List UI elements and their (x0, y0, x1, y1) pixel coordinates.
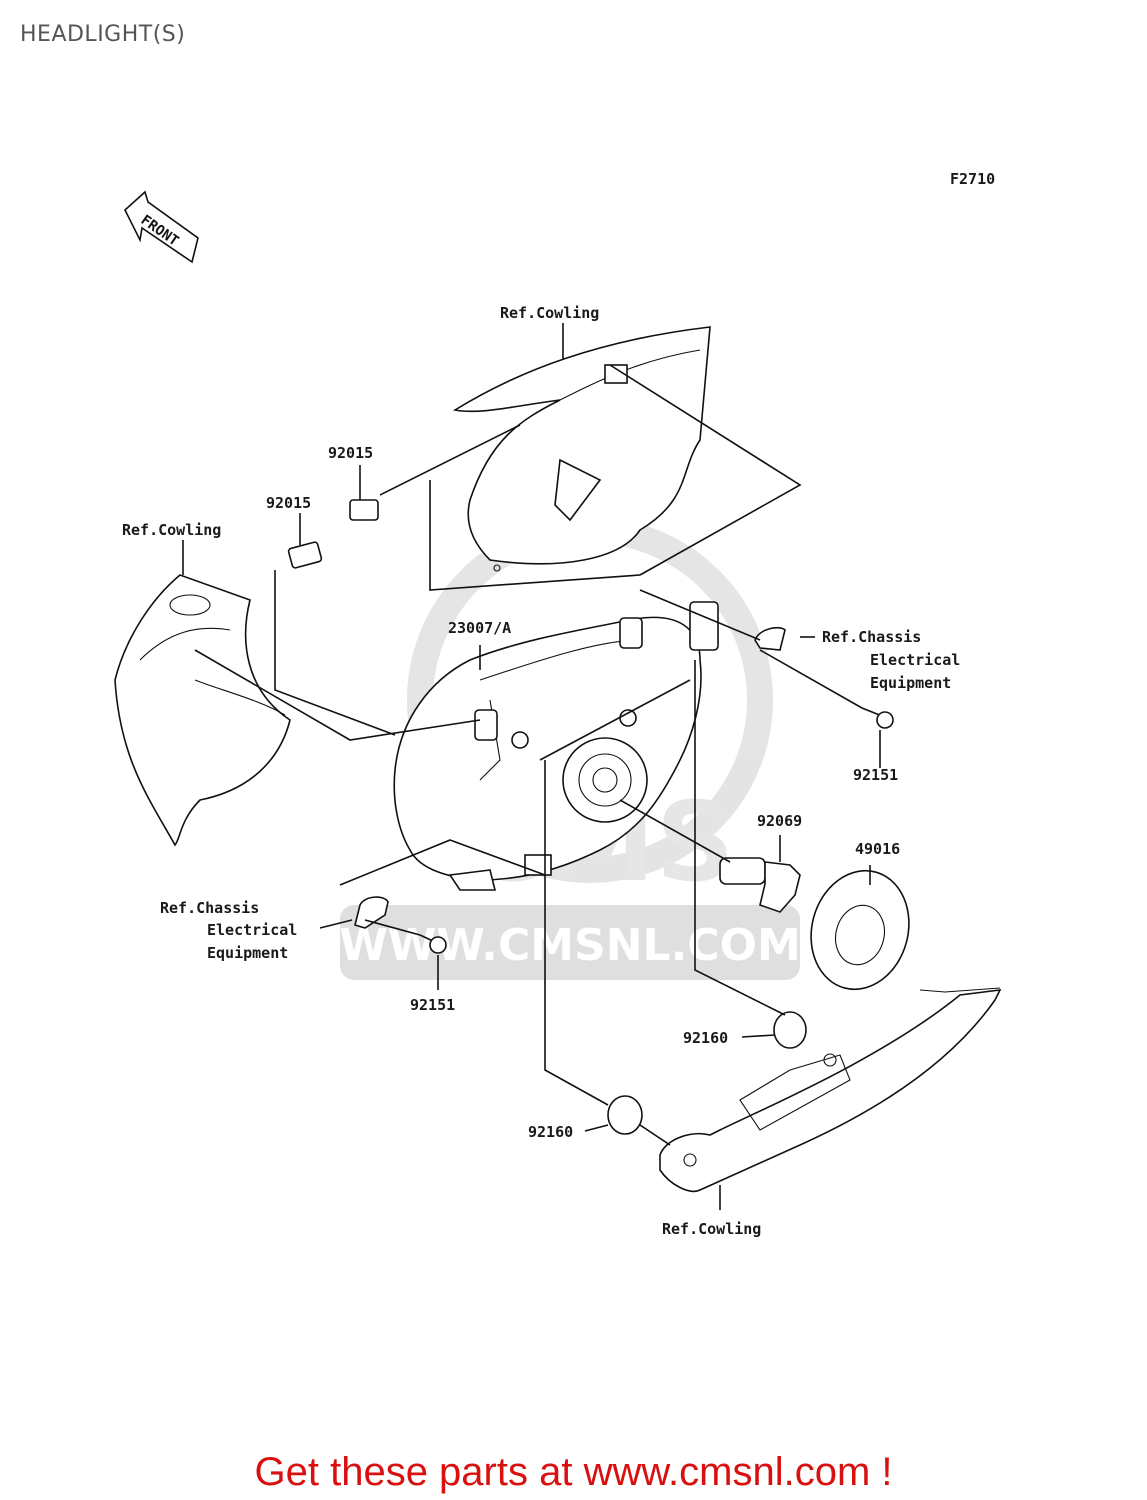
dust-cover-part (810, 869, 910, 991)
lower-bracket-part (659, 987, 1002, 1192)
clip-92015-b-part (287, 541, 323, 569)
label-49016: 49016 (855, 840, 900, 858)
label-ref-chassis-left-2: Electrical (207, 921, 297, 939)
label-92160-left: 92160 (528, 1123, 573, 1141)
leader-lines (182, 323, 881, 1210)
label-92069: 92069 (757, 812, 802, 830)
promo-banner[interactable]: Get these parts at www.cmsnl.com ! (0, 1450, 1147, 1495)
label-92015-b: 92015 (266, 494, 311, 512)
label-92151-right: 92151 (853, 766, 898, 784)
clip-92015-a-part (349, 499, 379, 521)
clamp-left-part (354, 896, 389, 929)
upper-cowling-part (452, 326, 711, 572)
page-title: HEADLIGHT(S) (20, 22, 186, 47)
promo-link[interactable]: Get these parts at www.cmsnl.com ! (254, 1450, 893, 1494)
label-ref-cowling-top: Ref.Cowling (500, 304, 599, 322)
screw-left-part (419, 934, 447, 954)
headlight-housing-part (393, 601, 719, 891)
label-23007: 23007/A (448, 619, 511, 637)
clamp-right-part (754, 626, 786, 651)
label-ref-chassis-right-1: Ref.Chassis (822, 628, 921, 646)
figure-code: F2710 (950, 170, 995, 188)
label-92160-right: 92160 (683, 1029, 728, 1047)
label-ref-chassis-left-1: Ref.Chassis (160, 899, 259, 917)
front-arrow-icon: FRONT (124, 190, 199, 264)
parts-diagram: WWW.CMSNL.COM CMS F2710 FRONT (114, 170, 1002, 1238)
label-92151-left: 92151 (410, 996, 455, 1014)
grommet-left-part (607, 1095, 643, 1135)
label-ref-chassis-left-3: Equipment (207, 944, 288, 962)
watermark-text: WWW.CMSNL.COM (339, 920, 801, 971)
label-92015-a: 92015 (328, 444, 373, 462)
label-ref-chassis-right-2: Electrical (870, 651, 960, 669)
label-ref-cowling-bottom: Ref.Cowling (662, 1220, 761, 1238)
grommet-right-part (773, 1011, 807, 1049)
label-ref-chassis-right-3: Equipment (870, 674, 951, 692)
label-ref-cowling-left: Ref.Cowling (122, 521, 221, 539)
side-cowling-part (114, 574, 291, 847)
screw-right-part (861, 707, 894, 729)
bulb-part (719, 857, 801, 913)
